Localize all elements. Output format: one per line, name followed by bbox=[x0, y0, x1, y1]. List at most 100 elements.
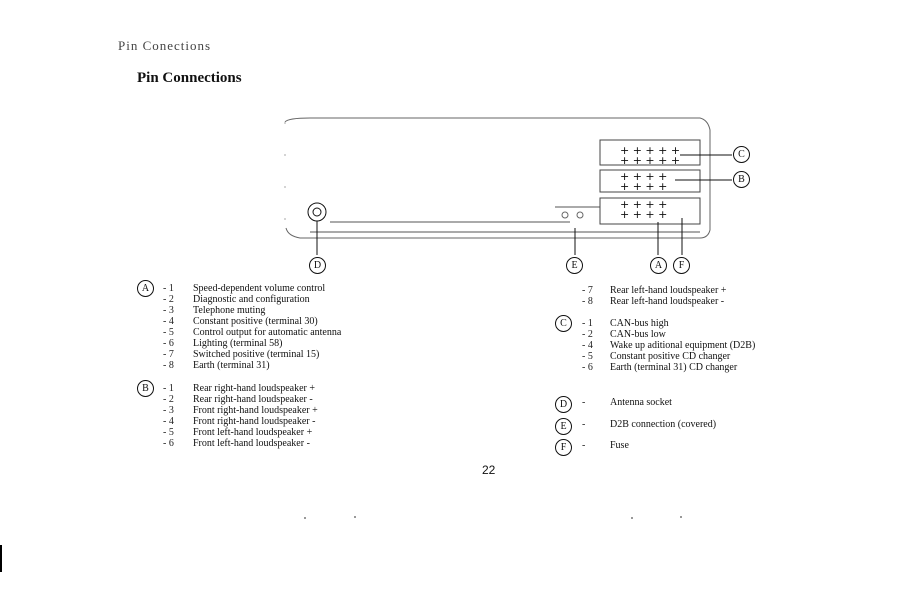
pin-row: - 2 CAN-bus low bbox=[582, 329, 755, 340]
page-edge-mark bbox=[0, 545, 2, 572]
pin-row: - Antenna socket bbox=[582, 397, 672, 408]
group-c-badge: C bbox=[555, 315, 572, 332]
pin-number: - 5 bbox=[582, 351, 593, 362]
pin-row: - 4 Constant positive (terminal 30) bbox=[163, 316, 341, 327]
pin-number: - 6 bbox=[163, 438, 174, 449]
pin-row: - 2 Diagnostic and configuration bbox=[163, 294, 341, 305]
pin-row: - Fuse bbox=[582, 440, 629, 451]
pin-number: - 8 bbox=[163, 360, 174, 371]
pin-number: - 4 bbox=[163, 316, 174, 327]
diagram-label-b: B bbox=[733, 171, 750, 188]
pin-row: - 5 Control output for automatic antenna bbox=[163, 327, 341, 338]
pin-row: - 1 Speed-dependent volume control bbox=[163, 283, 341, 294]
pin-description: Earth (terminal 31) CD changer bbox=[610, 362, 738, 373]
pin-row: - 3 Telephone muting bbox=[163, 305, 341, 316]
pin-description: Switched positive (terminal 15) bbox=[193, 349, 320, 360]
pin-description: Front left-hand loudspeaker + bbox=[193, 427, 313, 438]
pin-number: - 4 bbox=[163, 416, 174, 427]
pin-row: - D2B connection (covered) bbox=[582, 419, 716, 430]
group-a-continued-list: - 7 Rear left-hand loudspeaker + - 8 Rear … bbox=[582, 285, 726, 307]
pin-description: Rear right-hand loudspeaker - bbox=[193, 394, 313, 405]
pin-description: Rear left-hand loudspeaker + bbox=[610, 285, 727, 296]
pin-row: - 5 Front left-hand loudspeaker + bbox=[163, 427, 318, 438]
group-b-badge: B bbox=[137, 380, 154, 397]
pin-number: - 2 bbox=[163, 394, 174, 405]
group-d-badge: D bbox=[555, 396, 572, 413]
pin-description: Constant positive (terminal 30) bbox=[193, 316, 318, 327]
pin-description: Antenna socket bbox=[610, 397, 672, 408]
pin-row: - 1 CAN-bus high bbox=[582, 318, 755, 329]
pin-row: - 6 Earth (terminal 31) CD changer bbox=[582, 362, 755, 373]
pin-row: - 7 Switched positive (terminal 15) bbox=[163, 349, 341, 360]
page-number: 22 bbox=[482, 463, 496, 477]
scan-speck bbox=[680, 516, 682, 518]
pin-description: Rear left-hand loudspeaker - bbox=[610, 296, 725, 307]
pin-number: - 6 bbox=[582, 362, 593, 373]
pin-number: - bbox=[582, 419, 586, 430]
diagram-label-d: D bbox=[309, 257, 326, 274]
pin-row: - 7 Rear left-hand loudspeaker + bbox=[582, 285, 726, 296]
pin-number: - 1 bbox=[582, 318, 593, 329]
pin-number: - 3 bbox=[163, 305, 174, 316]
group-f-badge: F bbox=[555, 439, 572, 456]
pin-number: - 6 bbox=[163, 338, 174, 349]
pin-description: Fuse bbox=[610, 440, 629, 451]
pin-row: - 8 Rear left-hand loudspeaker - bbox=[582, 296, 726, 307]
pin-description: Rear right-hand loudspeaker + bbox=[193, 383, 315, 394]
svg-text:+ + + + +: + + + + + bbox=[620, 144, 680, 157]
pin-number: - bbox=[582, 397, 586, 408]
svg-text:+ + + +: + + + + bbox=[620, 170, 667, 183]
pin-description: Speed-dependent volume control bbox=[193, 283, 326, 294]
pin-description: Diagnostic and configuration bbox=[193, 294, 310, 305]
pin-description: D2B connection (covered) bbox=[610, 419, 717, 430]
diagram-label-f: F bbox=[673, 257, 690, 274]
pin-number: - 2 bbox=[582, 329, 593, 340]
scan-speck bbox=[304, 517, 306, 519]
pin-number: - 7 bbox=[163, 349, 174, 360]
pin-row: - 4 Front right-hand loudspeaker - bbox=[163, 416, 318, 427]
pin-description: Control output for automatic antenna bbox=[193, 327, 342, 338]
group-f-row: - Fuse bbox=[582, 440, 629, 451]
pin-row: - 8 Earth (terminal 31) bbox=[163, 360, 341, 371]
pin-number: - 5 bbox=[163, 327, 174, 338]
svg-text:+ + + + +: + + + + + bbox=[620, 154, 680, 167]
pin-number: - 8 bbox=[582, 296, 593, 307]
pin-row: - 5 Constant positive CD changer bbox=[582, 351, 755, 362]
group-a-badge: A bbox=[137, 280, 154, 297]
pin-description: Earth (terminal 31) bbox=[193, 360, 270, 371]
pin-number: - 1 bbox=[163, 283, 174, 294]
pin-description: Front left-hand loudspeaker - bbox=[193, 438, 310, 449]
pin-description: CAN-bus low bbox=[610, 329, 666, 340]
pin-description: Lighting (terminal 58) bbox=[193, 338, 283, 349]
pin-number: - bbox=[582, 440, 586, 451]
page-title: Pin Connections bbox=[137, 70, 242, 86]
pin-description: Telephone muting bbox=[193, 305, 266, 316]
scan-speck bbox=[354, 516, 356, 518]
group-a-pin-list: - 1 Speed-dependent volume control - 2 Dia… bbox=[163, 283, 341, 371]
pin-description: Front right-hand loudspeaker - bbox=[193, 416, 316, 427]
pin-description: Constant positive CD changer bbox=[610, 351, 731, 362]
radio-rear-panel-diagram: + + + + + + + + + + + + + + + + + + + + … bbox=[284, 117, 732, 255]
pin-row: - 6 Front left-hand loudspeaker - bbox=[163, 438, 318, 449]
pin-row: - 6 Lighting (terminal 58) bbox=[163, 338, 341, 349]
pin-number: - 4 bbox=[582, 340, 593, 351]
pin-description: Front right-hand loudspeaker + bbox=[193, 405, 318, 416]
group-d-row: - Antenna socket bbox=[582, 397, 672, 408]
pin-number: - 5 bbox=[163, 427, 174, 438]
svg-text:+ + + +: + + + + bbox=[620, 208, 667, 221]
scan-speck bbox=[631, 517, 633, 519]
pin-number: - 7 bbox=[582, 285, 593, 296]
svg-text:+ + + +: + + + + bbox=[620, 180, 667, 193]
diagram-label-c: C bbox=[733, 146, 750, 163]
svg-text:+ + + +: + + + + bbox=[620, 198, 667, 211]
diagram-label-a: A bbox=[650, 257, 667, 274]
pin-description: CAN-bus high bbox=[610, 318, 669, 329]
running-head: Pin Conections bbox=[118, 38, 212, 53]
group-e-badge: E bbox=[555, 418, 572, 435]
diagram-label-e: E bbox=[566, 257, 583, 274]
pin-number: - 2 bbox=[163, 294, 174, 305]
pin-row: - 2 Rear right-hand loudspeaker - bbox=[163, 394, 318, 405]
